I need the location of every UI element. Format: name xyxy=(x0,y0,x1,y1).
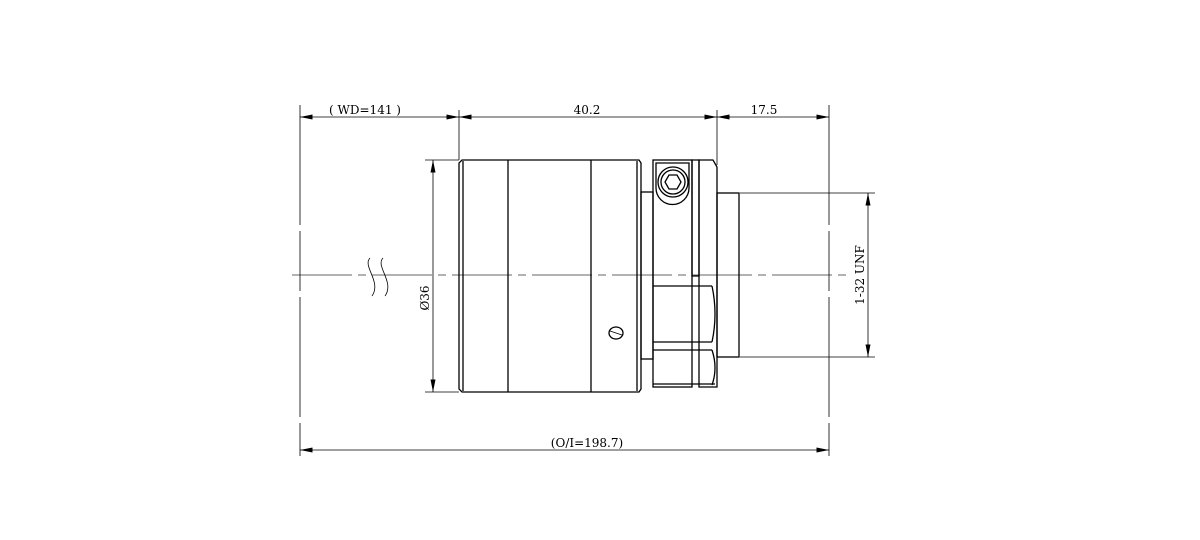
mount-length-label: 17.5 xyxy=(751,103,778,117)
lens-barrel xyxy=(458,159,642,393)
focus-lock-hole xyxy=(608,326,624,340)
dimension-lines xyxy=(300,114,871,453)
thread-label: 1-32 UNF xyxy=(853,245,867,305)
diameter-label: Ø36 xyxy=(418,285,432,310)
mount-clamp xyxy=(652,159,718,388)
length-label: 40.2 xyxy=(574,103,601,117)
wd-label: ( WD=141 ) xyxy=(329,103,401,117)
hex-screw-icon xyxy=(655,162,690,206)
break-symbol xyxy=(367,257,389,297)
extension-lines xyxy=(299,105,875,456)
overall-length-label: (O/I=198.7) xyxy=(551,436,623,450)
c-mount-thread xyxy=(716,192,740,358)
